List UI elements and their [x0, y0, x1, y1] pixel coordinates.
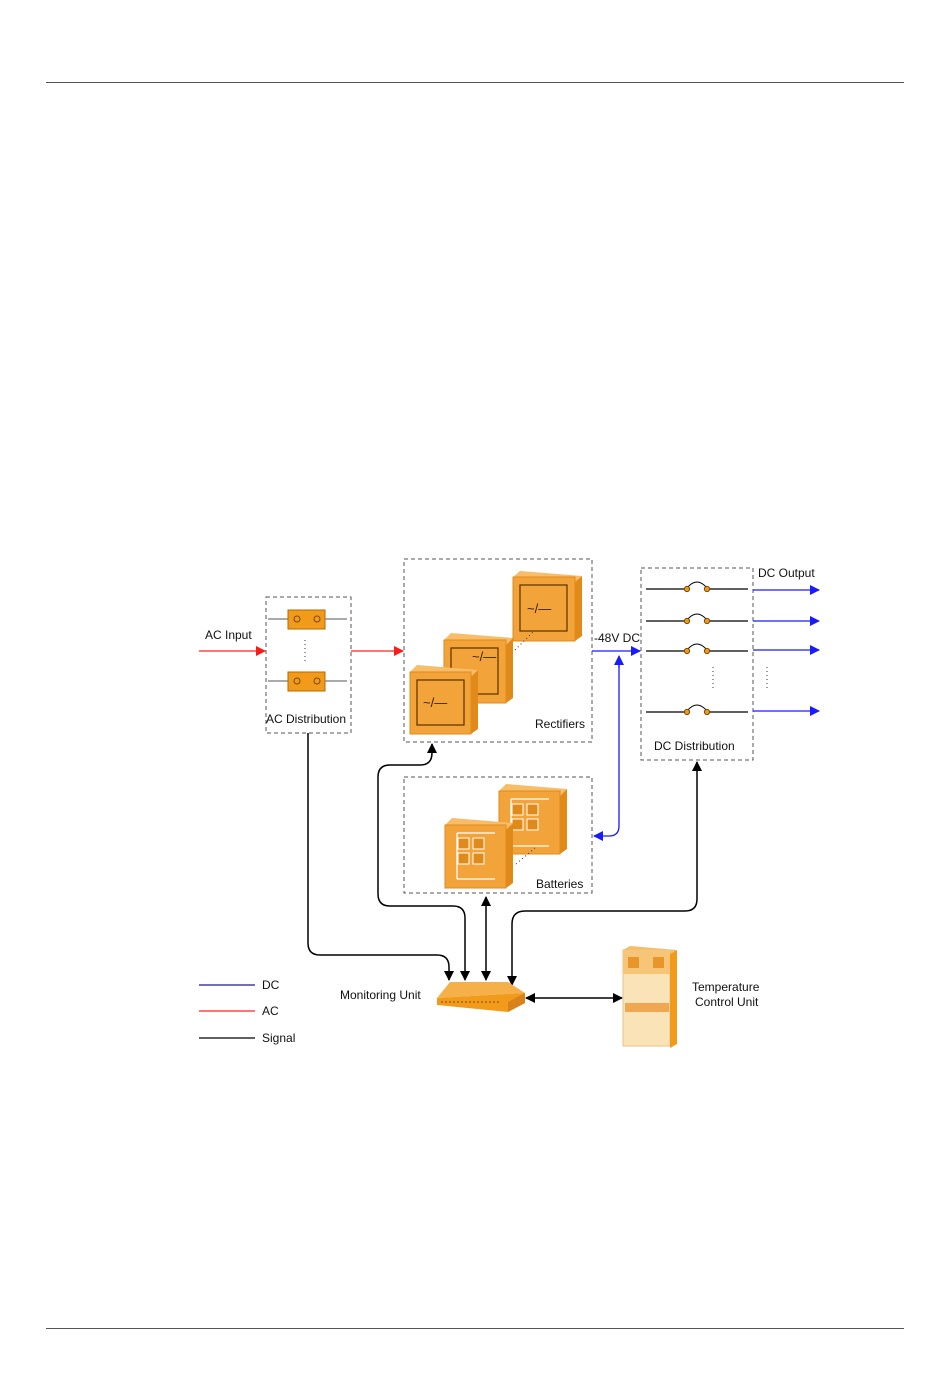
- legend-signal-label: Signal: [262, 1031, 295, 1045]
- switch-icon: [646, 705, 748, 715]
- legend-ac-label: AC: [262, 1004, 279, 1018]
- battery-module-icon: [445, 818, 513, 888]
- dc-distribution-label: DC Distribution: [654, 739, 735, 753]
- rectifiers-label: Rectifiers: [535, 717, 585, 731]
- dc-bus-label: -48V DC: [594, 631, 640, 645]
- rectifiers-box: ~/— ~/— ~/— Rectifiers: [404, 559, 592, 742]
- temperature-control-unit-label: Temperature: [692, 980, 760, 994]
- batteries-label: Batteries: [536, 877, 583, 891]
- ac-distribution-label: AC Distribution: [266, 712, 346, 726]
- temperature-control-unit-icon: [623, 946, 677, 1048]
- switch-icon: [646, 644, 748, 654]
- svg-text:~/—: ~/—: [423, 695, 447, 710]
- temperature-control-unit-label: Control Unit: [695, 995, 759, 1009]
- ac-input-label: AC Input: [205, 628, 252, 642]
- switch-icon: [646, 582, 748, 592]
- rectifier-module-icon: ~/—: [410, 665, 478, 734]
- svg-text:~/—: ~/—: [527, 601, 551, 616]
- svg-text:~/—: ~/—: [472, 649, 496, 664]
- switch-icon: [646, 614, 748, 624]
- legend-dc-label: DC: [262, 978, 280, 992]
- ac-distribution-box: AC Distribution: [266, 597, 351, 733]
- monitoring-unit-label: Monitoring Unit: [340, 988, 421, 1002]
- dc-distribution-box: DC Distribution: [641, 568, 753, 760]
- batteries-box: Batteries: [404, 777, 592, 893]
- breaker-icon: [288, 672, 325, 691]
- rectifier-module-icon: ~/—: [513, 571, 582, 641]
- dc-output-label: DC Output: [758, 566, 815, 580]
- legend: DC AC Signal: [199, 978, 295, 1045]
- battery-dc-link: [594, 657, 619, 836]
- monitoring-unit-icon: [437, 982, 525, 1012]
- breaker-icon: [288, 610, 325, 629]
